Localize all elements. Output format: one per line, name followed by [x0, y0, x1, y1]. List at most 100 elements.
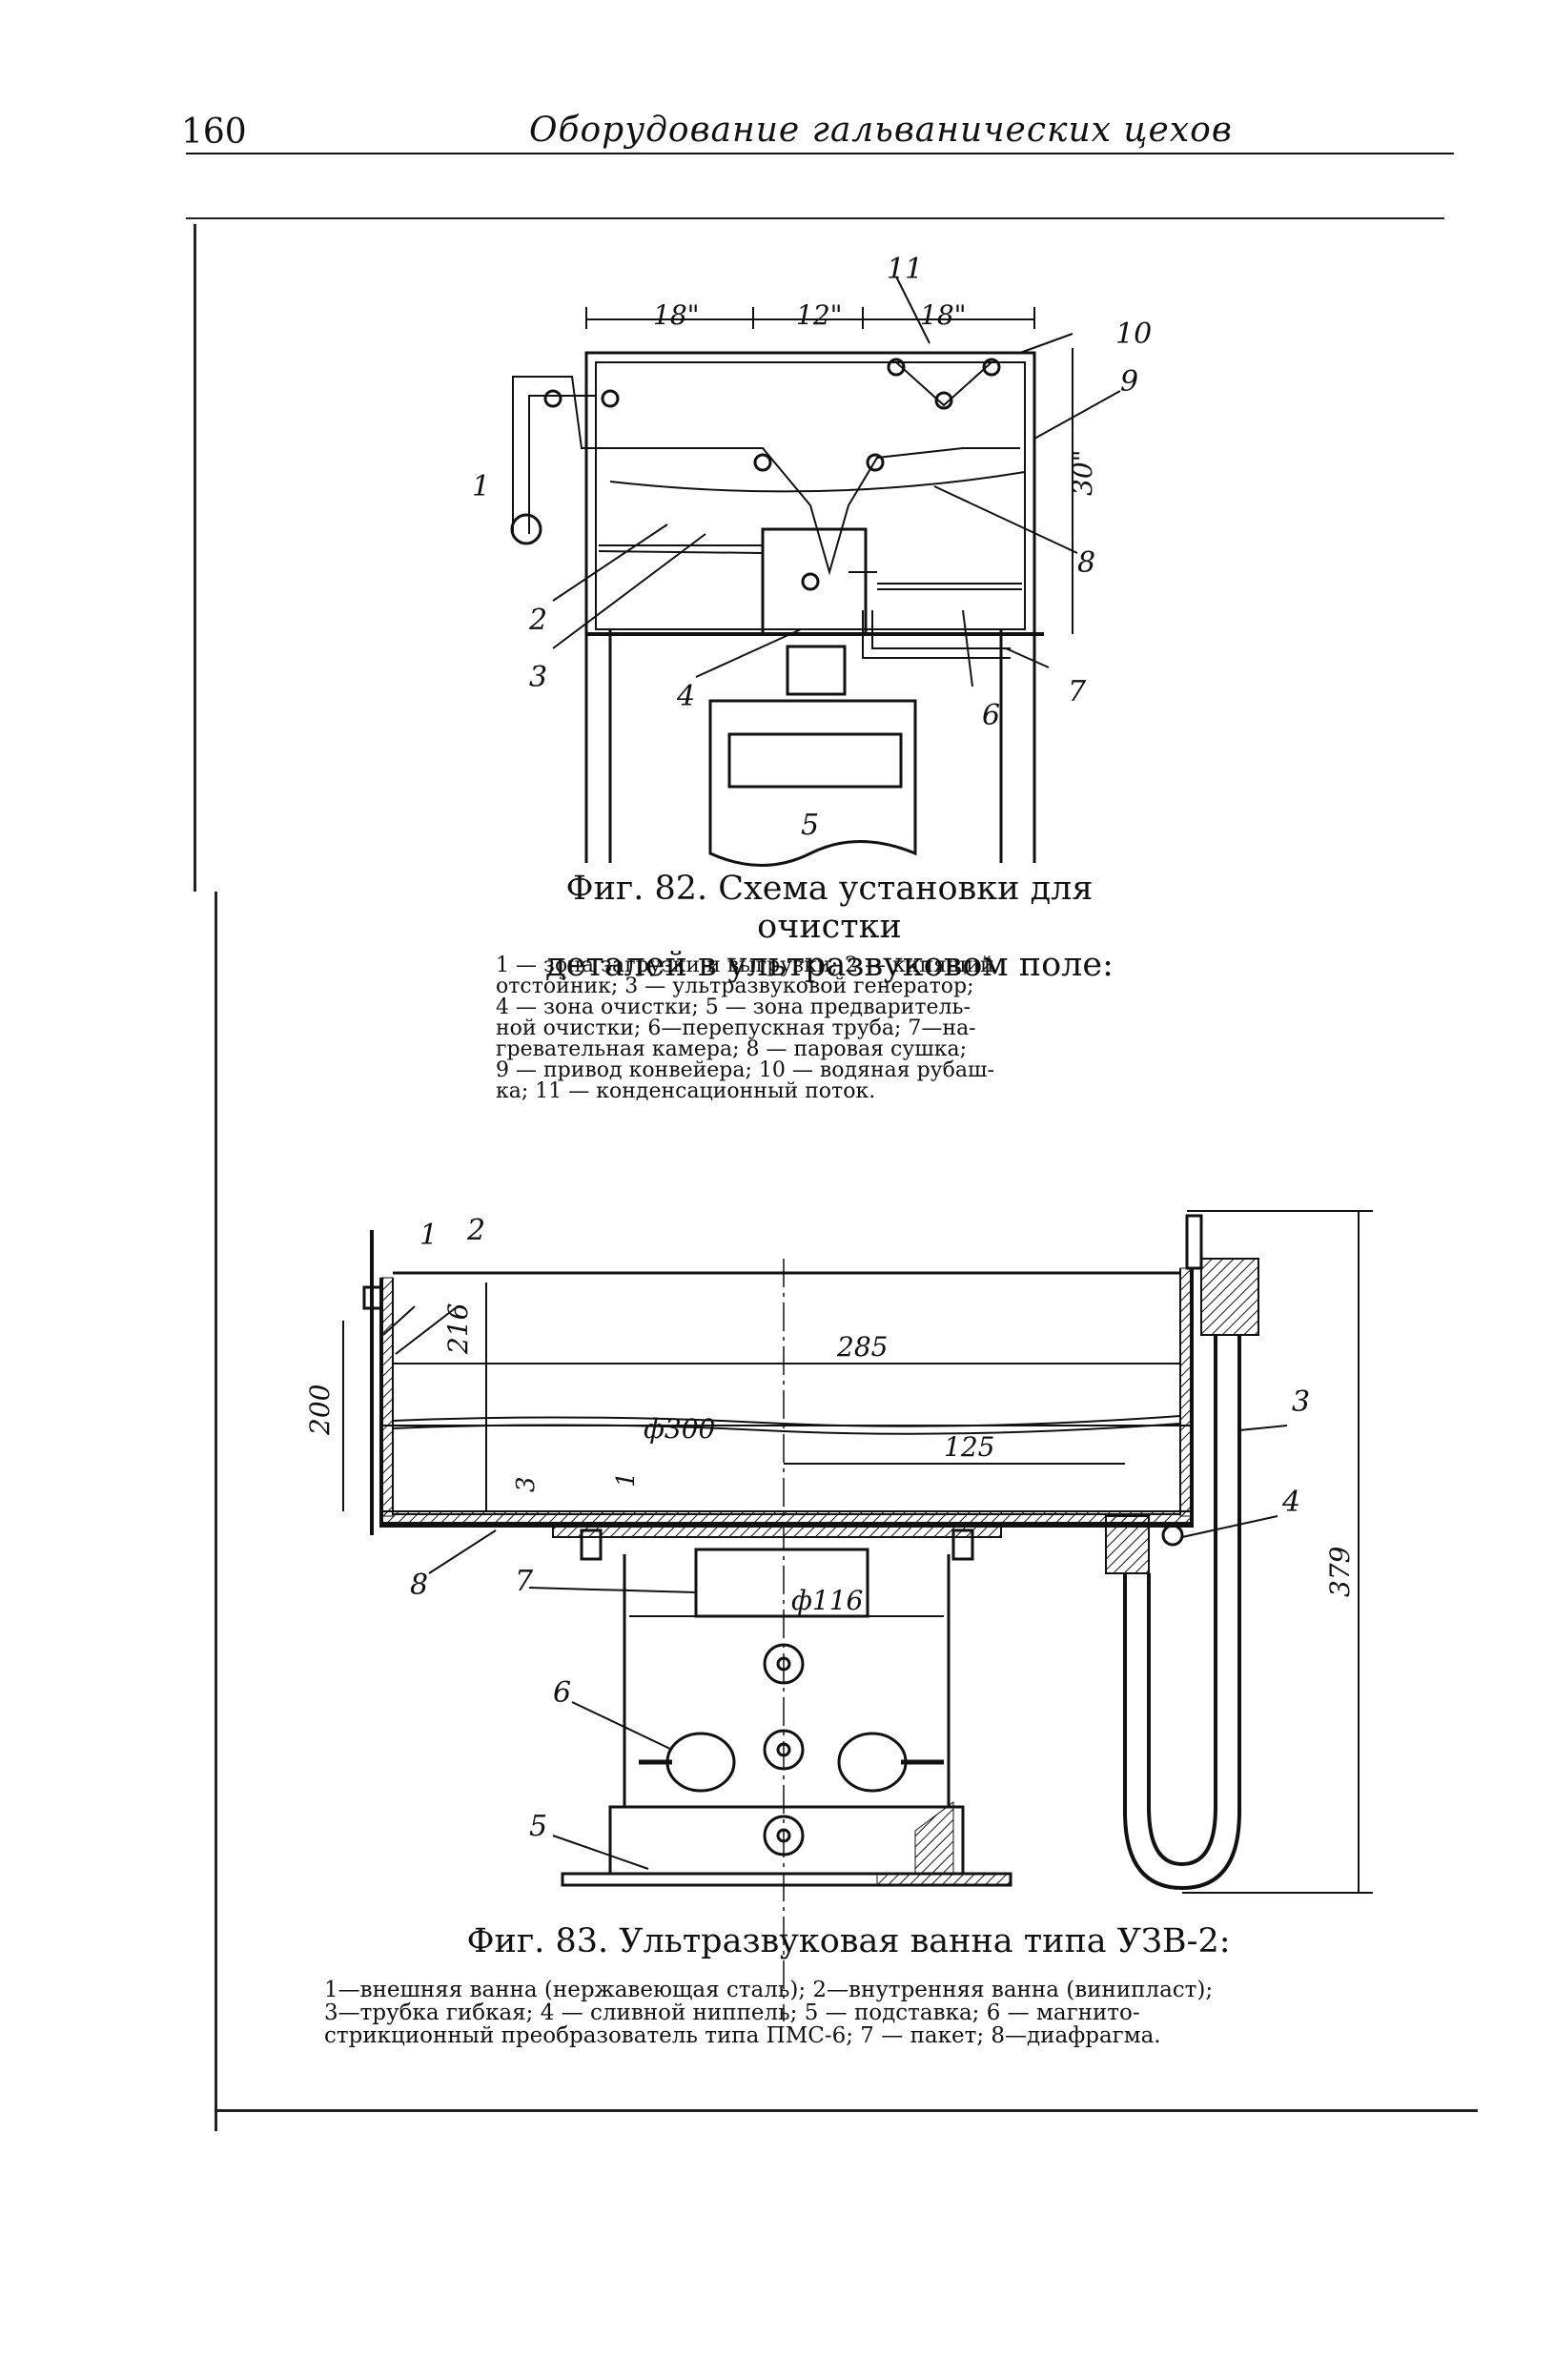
- fig83-bolt-left: [580, 1529, 603, 1561]
- fig82-caption-line: Фиг. 82. Схема установки для очистки: [565, 870, 1094, 946]
- fig83-label-4: 4: [1281, 1486, 1300, 1519]
- fig83-dim-200: 200: [304, 1385, 336, 1436]
- fig82-leader: [1019, 333, 1073, 354]
- fig83-diaphragm: [552, 1523, 1002, 1538]
- frame-top-rule: [186, 217, 1444, 219]
- fig83-dim-300: ф300: [644, 1413, 715, 1445]
- fig83-jacket-fitting: [1200, 1258, 1259, 1336]
- fig82-legend-line: 4 — зона очистки; 5 — зона предваритель-: [496, 995, 971, 1019]
- fig82-label-9: 9: [1120, 365, 1138, 399]
- fig83-transducer: [763, 1643, 805, 1685]
- fig82-dim-12: 12": [796, 299, 843, 331]
- fig83-transducer-core: [776, 1742, 791, 1757]
- fig82-legend-line: ка; 11 — конденсационный поток.: [496, 1079, 876, 1103]
- fig83-wall-left: [380, 1277, 394, 1517]
- fig82-condensate-conveyor: [895, 361, 992, 407]
- fig82-leader: [552, 523, 668, 602]
- fig83-legend-line: стрикционный преобразователь типа ПМС-6;…: [324, 2023, 1161, 2048]
- frame-bottom-rule: [215, 2109, 1478, 2112]
- fig83-leader: [571, 1701, 673, 1751]
- fig83-drain-nipple: [1105, 1515, 1150, 1574]
- page-number: 160: [181, 113, 247, 152]
- frame-left-rule: [194, 224, 196, 892]
- fig83-bracket-clip: [362, 1285, 383, 1310]
- fig82-legend-line: 1 — зона загрузки и выгрузки; 2 — кипящи…: [496, 954, 994, 977]
- fig83-legend: 1—внешняя ванна (нержавеющая сталь); 2—в…: [324, 1979, 1401, 2047]
- fig82-legend: 1 — зона загрузки и выгрузки; 2 — кипящи…: [496, 955, 1154, 1102]
- fig82-roller: [801, 572, 820, 591]
- fig82-label-5: 5: [801, 809, 819, 842]
- fig83-label-5: 5: [529, 1810, 547, 1843]
- fig82-caption-title: Фиг. 82. Схема установки для очистки дет…: [496, 870, 1163, 984]
- fig82-conveyor: [512, 376, 1020, 576]
- fig82-label-3: 3: [529, 661, 547, 694]
- fig83-dim-116: ф116: [791, 1585, 863, 1616]
- fig82-window: [727, 732, 903, 789]
- fig83-label-3: 3: [1292, 1385, 1310, 1419]
- fig83-leader: [528, 1587, 697, 1593]
- fig83-leader: [382, 1305, 416, 1336]
- fig82-roller: [982, 358, 1001, 377]
- fig83-leader: [552, 1835, 649, 1870]
- fig83-bolt-right: [951, 1529, 974, 1561]
- fig82-dim-18b: 18": [920, 299, 967, 331]
- fig82-leader: [1033, 390, 1121, 440]
- fig82-roller: [866, 453, 885, 472]
- fig83-dim-3: 3: [512, 1476, 541, 1492]
- fig82-roller: [753, 453, 772, 472]
- fig83-transducer-core: [776, 1656, 791, 1672]
- fig82-dim-18a: 18": [653, 299, 700, 331]
- fig83-drain-nut: [1161, 1524, 1184, 1547]
- fig82-generator-neck: [786, 645, 847, 696]
- fig83-dim-1: 1: [612, 1471, 641, 1488]
- fig83-transducer: [763, 1815, 805, 1857]
- running-title: Оборудование гальванических цехов: [529, 111, 1233, 150]
- fig82-leader: [895, 276, 930, 344]
- fig82-label-8: 8: [1077, 546, 1095, 580]
- fig82-drive-pulley: [510, 513, 542, 545]
- fig82-roller: [601, 389, 620, 408]
- fig82-legend-line: отстойник; 3 — ультразвуковой генератор;: [496, 975, 974, 998]
- fig82-label-11: 11: [887, 253, 923, 286]
- fig83-transducer: [763, 1729, 805, 1771]
- header-rule: [186, 153, 1454, 154]
- fig82-conveyor-return: [528, 395, 597, 534]
- fig83-flex-tube-inner: [1147, 1335, 1217, 1867]
- fig82-label-7: 7: [1068, 675, 1087, 708]
- fig82-label-2: 2: [528, 604, 547, 637]
- fig83-transducer-core: [776, 1828, 791, 1843]
- fig83-right-post: [1185, 1214, 1203, 1270]
- fig83-dim-216: 216: [442, 1303, 474, 1355]
- fig83-leader: [395, 1305, 459, 1355]
- fig83-label-7: 7: [515, 1565, 534, 1598]
- fig82-label-4: 4: [676, 680, 695, 713]
- fig83-label-2: 2: [466, 1214, 485, 1247]
- fig83-leader: [428, 1529, 497, 1574]
- fig82-leader: [1005, 647, 1050, 668]
- fig83-legend-line: 1—внешняя ванна (нержавеющая сталь); 2—в…: [324, 1978, 1214, 2002]
- fig83-liquid-level: [392, 1415, 1181, 1427]
- fig82-label-6: 6: [982, 699, 1000, 732]
- fig82-leader: [933, 485, 1078, 554]
- fig82-liquid-right: [877, 583, 1022, 590]
- fig83-dim-125: 125: [944, 1431, 994, 1463]
- fig82-steam-drying: [609, 471, 1026, 493]
- fig82-roller: [887, 358, 906, 377]
- fig83-caption-title: Фиг. 83. Ультразвуковая ванна типа УЗВ-2…: [466, 1922, 1231, 1960]
- fig82-roller: [543, 389, 562, 408]
- fig82-bypass-pipe: [862, 610, 1011, 659]
- fig82-roller: [934, 391, 953, 410]
- fig82-leader: [962, 609, 973, 687]
- fig83-support-wedge: [914, 1801, 954, 1875]
- fig83-leader: [1238, 1425, 1288, 1431]
- fig83-label-8: 8: [410, 1569, 428, 1602]
- fig82-dim-30: 30": [1067, 449, 1098, 496]
- fig82-legend-line: гревательная камера; 8 — паровая сушка;: [496, 1037, 967, 1061]
- fig82-legend-line: 9 — привод конвейера; 10 — водяная рубаш…: [496, 1058, 994, 1082]
- fig83-leader: [1181, 1515, 1278, 1538]
- fig82-leader: [552, 533, 706, 649]
- fig83-label-1: 1: [419, 1219, 438, 1252]
